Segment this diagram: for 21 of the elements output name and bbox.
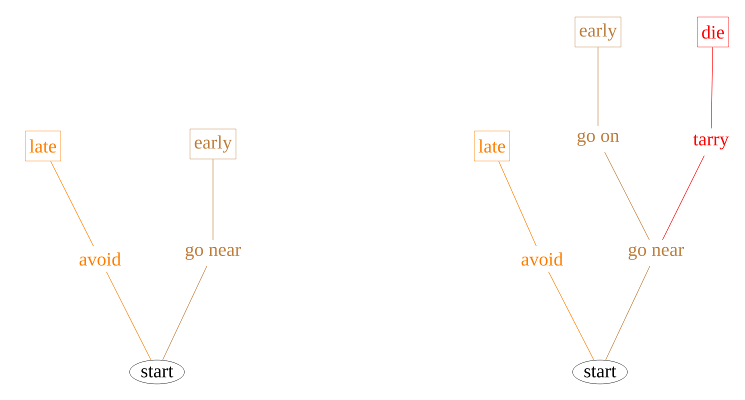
tree-line xyxy=(605,266,650,360)
tree-line xyxy=(548,272,594,360)
leaf-box: early xyxy=(190,128,236,160)
step-label: tarry xyxy=(693,134,729,150)
leaf-box: late xyxy=(25,130,61,162)
step-label: go near xyxy=(628,246,684,260)
tree-line xyxy=(710,46,714,129)
tree-line xyxy=(498,160,537,246)
step-label: go near xyxy=(186,246,242,260)
step-label: go on xyxy=(577,132,620,146)
step-label: avoid xyxy=(522,252,563,266)
tree-line xyxy=(604,152,650,240)
tree-line xyxy=(212,158,214,240)
step-label: avoid xyxy=(80,252,121,266)
tree-line xyxy=(50,160,94,246)
leaf-box: late xyxy=(474,130,510,162)
tree-line xyxy=(162,266,208,360)
tree-line xyxy=(662,155,705,240)
tree-line xyxy=(106,272,152,360)
leaf-box: die xyxy=(697,16,729,48)
leaf-box: early xyxy=(574,16,622,48)
